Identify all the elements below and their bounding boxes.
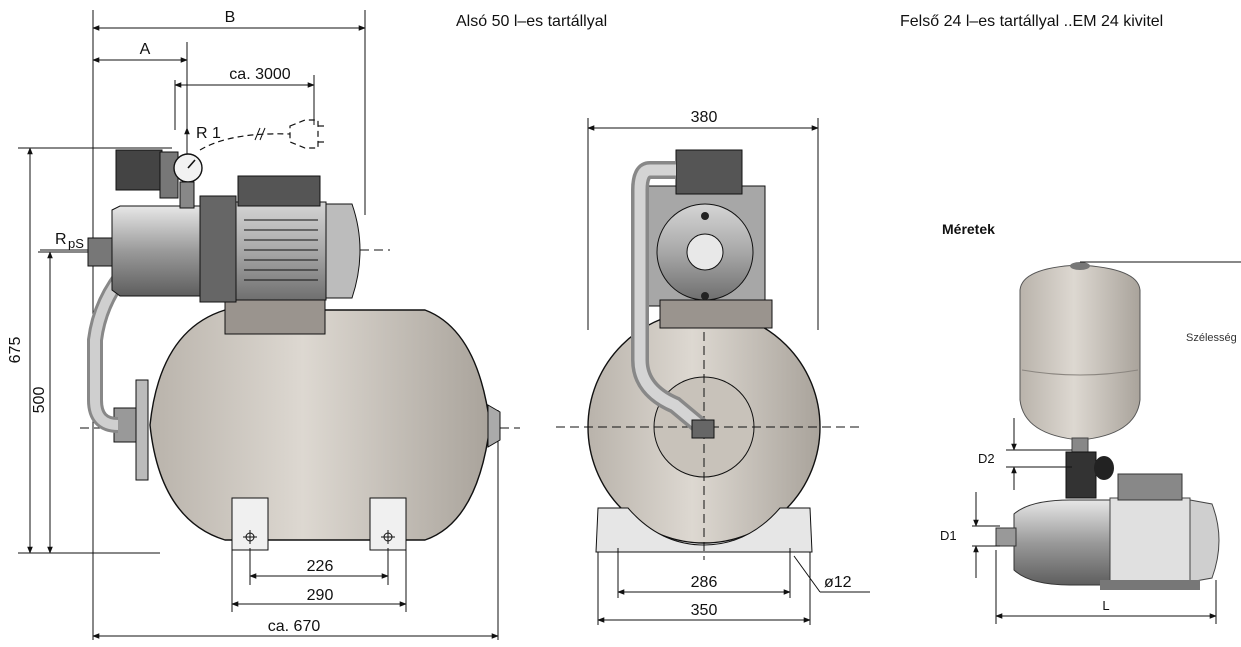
dim-hole-label: ø12 — [824, 574, 852, 591]
dim-Rps-label: R — [55, 231, 67, 248]
dim-R1-label: R 1 — [196, 125, 221, 142]
dim-350-label: 350 — [691, 602, 718, 619]
dim-L-label: L — [1102, 598, 1109, 613]
photo-heading: Méretek — [942, 221, 995, 237]
side-view-drawing: B A ca. 3000 R 1 R pS 675 500 — [7, 9, 520, 640]
front-view-drawing — [556, 118, 870, 625]
side-view-bottom-dims — [92, 548, 499, 639]
dim-675-label: 675 — [7, 337, 24, 364]
photo-dims — [972, 418, 1217, 624]
dim-cable-label: ca. 3000 — [229, 66, 290, 83]
dim-D1-label: D1 — [940, 528, 957, 543]
motor-fins — [244, 219, 318, 281]
right-heading: Felső 24 l–es tartállyal ..EM 24 kivitel — [900, 13, 1163, 30]
dim-D2-label: D2 — [978, 451, 995, 466]
dim-500-label: 500 — [31, 387, 48, 414]
dim-226-label: 226 — [307, 558, 334, 575]
dim-290-label: 290 — [307, 587, 334, 604]
width-label: Szélesség — [1186, 332, 1237, 344]
dim-380-label: 380 — [691, 109, 718, 126]
em24-unit-illustration — [995, 261, 1241, 590]
dim-A-label: A — [140, 41, 151, 58]
dim-286-label: 286 — [691, 574, 718, 591]
dim-670-label: ca. 670 — [268, 618, 321, 635]
left-heading: Alsó 50 l–es tartállyal — [456, 13, 607, 30]
dim-Rps-sub: pS — [68, 236, 84, 251]
dim-B-label: B — [225, 9, 236, 26]
